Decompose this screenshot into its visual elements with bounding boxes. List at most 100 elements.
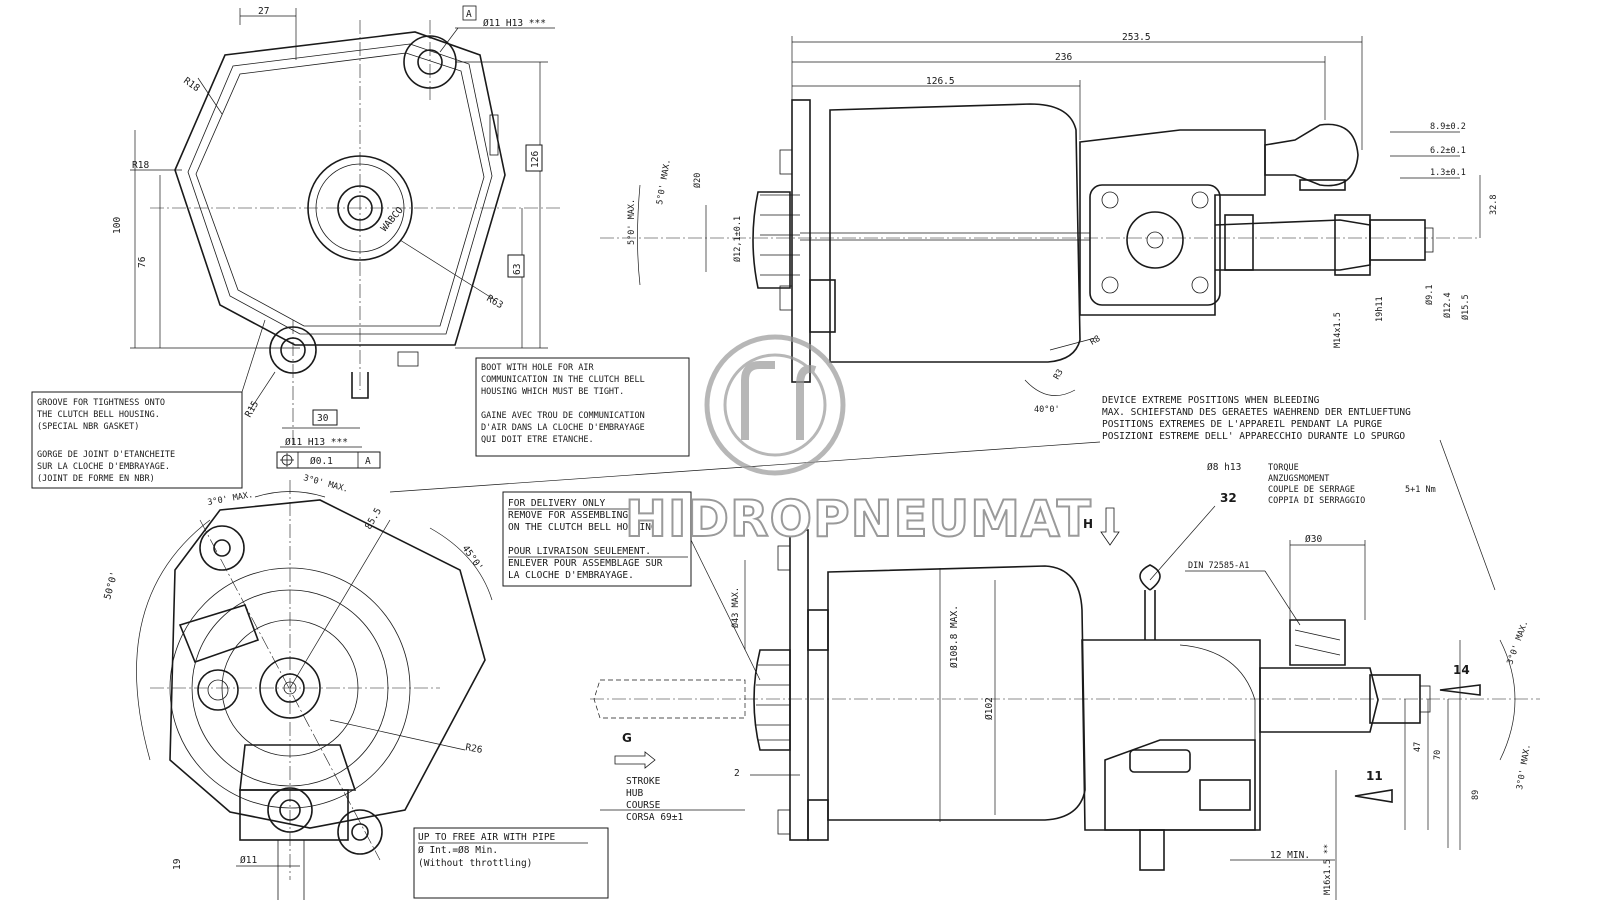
dim-50-deg: 50°0' [102,570,120,600]
dim-126-5: 126.5 [926,76,955,87]
boot-bellows [760,194,800,276]
boot [753,649,791,751]
svg-text:REMOVE FOR ASSEMBLING: REMOVE FOR ASSEMBLING [508,510,628,521]
svg-text:QUI DOIT ETRE ETANCHE.: QUI DOIT ETRE ETANCHE. [481,435,594,445]
dim-2: 2 [734,768,740,779]
svg-text:LA CLOCHE D'EMBRAYAGE.: LA CLOCHE D'EMBRAYAGE. [508,570,634,581]
svg-text:THE CLUTCH BELL HOUSING.: THE CLUTCH BELL HOUSING. [37,410,160,420]
svg-text:STROKE: STROKE [626,776,661,787]
outlet-body [1259,667,1379,733]
svg-text:ENLEVER POUR ASSEMBLAGE SUR: ENLEVER POUR ASSEMBLAGE SUR [508,558,663,569]
svg-text:CORSA 69±1: CORSA 69±1 [626,812,683,823]
control-valve-block [1089,184,1221,306]
svg-text:SUR LA CLOCHE D'EMBRAYAGE.: SUR LA CLOCHE D'EMBRAYAGE. [37,462,170,472]
datum-a: A [466,9,472,20]
dim-d108: Ø108.8 MAX. [949,605,960,668]
svg-text:HOUSING WHICH MUST BE TIGHT.: HOUSING WHICH MUST BE TIGHT. [481,387,624,397]
dim-3-max-a: 3°0' MAX. [207,490,254,508]
watermark: HIDROPNEUMAT [624,334,1092,549]
dim-d9-1: Ø9.1 [1424,285,1435,305]
housing-outline [174,31,506,346]
boot [752,191,791,289]
arrow-11 [1354,789,1393,803]
dim-47: 47 [1413,742,1423,752]
svg-text:Ø Int.=Ø8 Min.: Ø Int.=Ø8 Min. [418,845,498,856]
dim-32: 32 [1220,491,1237,505]
dim-5-max-b: 5°0' MAX. [655,158,673,205]
flange-bolt-bottom [779,285,793,311]
svg-text:FOR DELIVERY ONLY: FOR DELIVERY ONLY [508,498,606,509]
svg-text:GROOVE FOR TIGHTNESS ONTO: GROOVE FOR TIGHTNESS ONTO [37,398,165,408]
svg-text:(Without throttling): (Without throttling) [418,858,532,869]
valve-body [1079,129,1266,316]
valve-screw [1146,231,1164,249]
svg-text:D'AIR DANS LA CLOCHE D'EMBRAYA: D'AIR DANS LA CLOCHE D'EMBRAYAGE [481,423,645,433]
dim-d11: Ø11 [240,855,257,866]
dim-m16: M16x1.5 ** [1323,844,1333,895]
arc-45-deg [429,527,493,601]
dim-63: 63 [512,264,523,275]
note-boot: BOOT WITH HOLE FOR AIR COMMUNICATION IN … [475,357,690,457]
dim-85-5: 85.5 [363,506,384,531]
datum-a-box [462,5,477,21]
top-mount-boss [199,525,245,571]
name-plate [1129,749,1191,773]
dim-45-deg: 45°0' [460,543,485,573]
svg-text:ON THE CLUTCH BELL HOUSING.: ON THE CLUTCH BELL HOUSING. [508,522,662,533]
dim-d12-1: Ø12,1±0.1 [732,216,743,262]
svg-text:DEVICE EXTREME POSITIONS WHEN: DEVICE EXTREME POSITIONS WHEN BLEEDING [1102,395,1320,406]
cylinder-body [829,103,1081,363]
dim-r18-b: R18 [132,160,149,171]
lower-valve [1104,739,1256,831]
dim-85-5-line [289,519,391,689]
svg-text:(JOINT DE FORME EN NBR): (JOINT DE FORME EN NBR) [37,474,155,484]
view-h-label: H [1083,517,1093,531]
flange-nut [809,279,836,333]
svg-text:UP TO FREE AIR WITH PIPE: UP TO FREE AIR WITH PIPE [418,832,556,843]
mounting-stud [1139,564,1161,640]
feature-control-frame [276,451,381,469]
valve-body [1081,639,1261,831]
svg-text:POSIZIONI ESTREME DELL' APPARE: POSIZIONI ESTREME DELL' APPARECCHIO DURA… [1102,431,1405,442]
bottom-mount-boss [337,809,383,855]
dim-d43: Ø43 MAX. [730,587,741,628]
note-stroke: STROKE HUB COURSE CORSA 69±1 [626,776,683,823]
dim-27: 27 [258,6,269,17]
side-plug [397,351,419,367]
note-torque: TORQUE ANZUGSMOMENT COUPLE DE SERRAGE CO… [1268,463,1436,506]
svg-text:GAINE AVEC TROU DE COMMUNICATI: GAINE AVEC TROU DE COMMUNICATION [481,411,645,421]
svg-text:HUB: HUB [626,788,643,799]
dim-d20: Ø20 [692,173,703,188]
dim-8-9: 8.9±0.2 [1430,122,1466,132]
dim-12-min: 12 MIN. [1270,850,1310,861]
port-plug [1199,779,1251,811]
dim-d30: Ø30 [1305,534,1322,545]
din-label: DIN 72585-A1 [1188,561,1249,571]
dim-r63: R63 [485,293,505,311]
dim-3-max-d: 3°0' MAX. [1515,743,1533,790]
dim-236: 236 [1055,52,1072,63]
dim-30: 30 [317,413,329,424]
note-delivery: FOR DELIVERY ONLY REMOVE FOR ASSEMBLING … [502,491,761,681]
dim-70: 70 [1433,750,1443,760]
dim-40-deg: 40°0' [1034,405,1060,415]
view-g-arrow [614,751,656,769]
housing-inner-outline [195,52,485,327]
view-h-arrow [1100,507,1120,546]
torque-value: 5+1 Nm [1405,485,1436,495]
watermark-logo-icon [704,334,846,476]
dim-d15-5: Ø15.5 [1460,294,1471,320]
side-tab [489,114,499,156]
svg-text:POSITIONS EXTREMES DE L'APPARE: POSITIONS EXTREMES DE L'APPAREIL PENDANT… [1102,419,1383,430]
push-rod-extended [593,679,746,719]
dim-76: 76 [137,256,148,268]
housing-gasket-groove [187,43,493,335]
drain-pipe [1139,829,1165,871]
housing-outline [169,499,486,829]
dim-r18-a: R18 [181,75,202,94]
svg-text:COMMUNICATION IN THE CLUTCH BE: COMMUNICATION IN THE CLUTCH BELL [481,375,645,385]
dim-d12-4: Ø12.4 [1442,292,1453,318]
arc-50-deg [136,519,211,761]
outlet-fitting [1369,219,1426,261]
